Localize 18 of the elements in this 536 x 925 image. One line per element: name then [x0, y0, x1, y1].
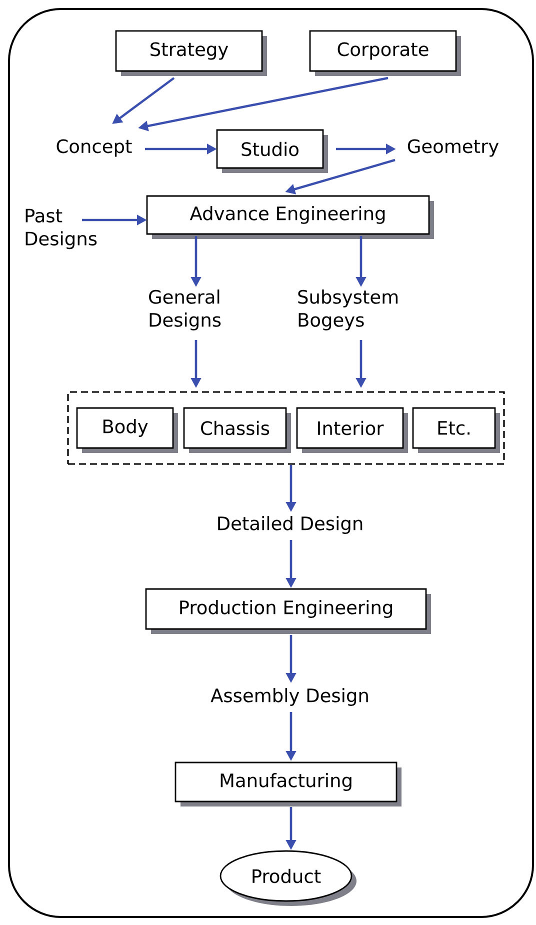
process-box: Etc. — [412, 407, 500, 453]
process-box: Production Engineering — [145, 588, 431, 634]
step-label: General Designs — [149, 290, 221, 330]
process-box: Body — [76, 407, 178, 453]
process-box: Interior — [296, 407, 408, 453]
step-label: Subsystem Bogeys — [298, 290, 398, 330]
step-label: Assembly Design — [210, 688, 368, 706]
process-box: Advance Engineering — [146, 195, 434, 239]
process-box: Studio — [216, 129, 328, 173]
process-box: Corporate — [309, 30, 461, 76]
process-box: Manufacturing — [174, 762, 402, 806]
step-label: Geometry — [408, 139, 499, 157]
dashed-group-box — [67, 391, 505, 465]
step-label: Detailed Design — [218, 516, 362, 534]
process-box: Chassis — [183, 407, 291, 453]
step-label: Concept — [56, 139, 132, 157]
step-label: Past Designs — [26, 208, 97, 250]
process-box: Strategy — [115, 30, 267, 76]
